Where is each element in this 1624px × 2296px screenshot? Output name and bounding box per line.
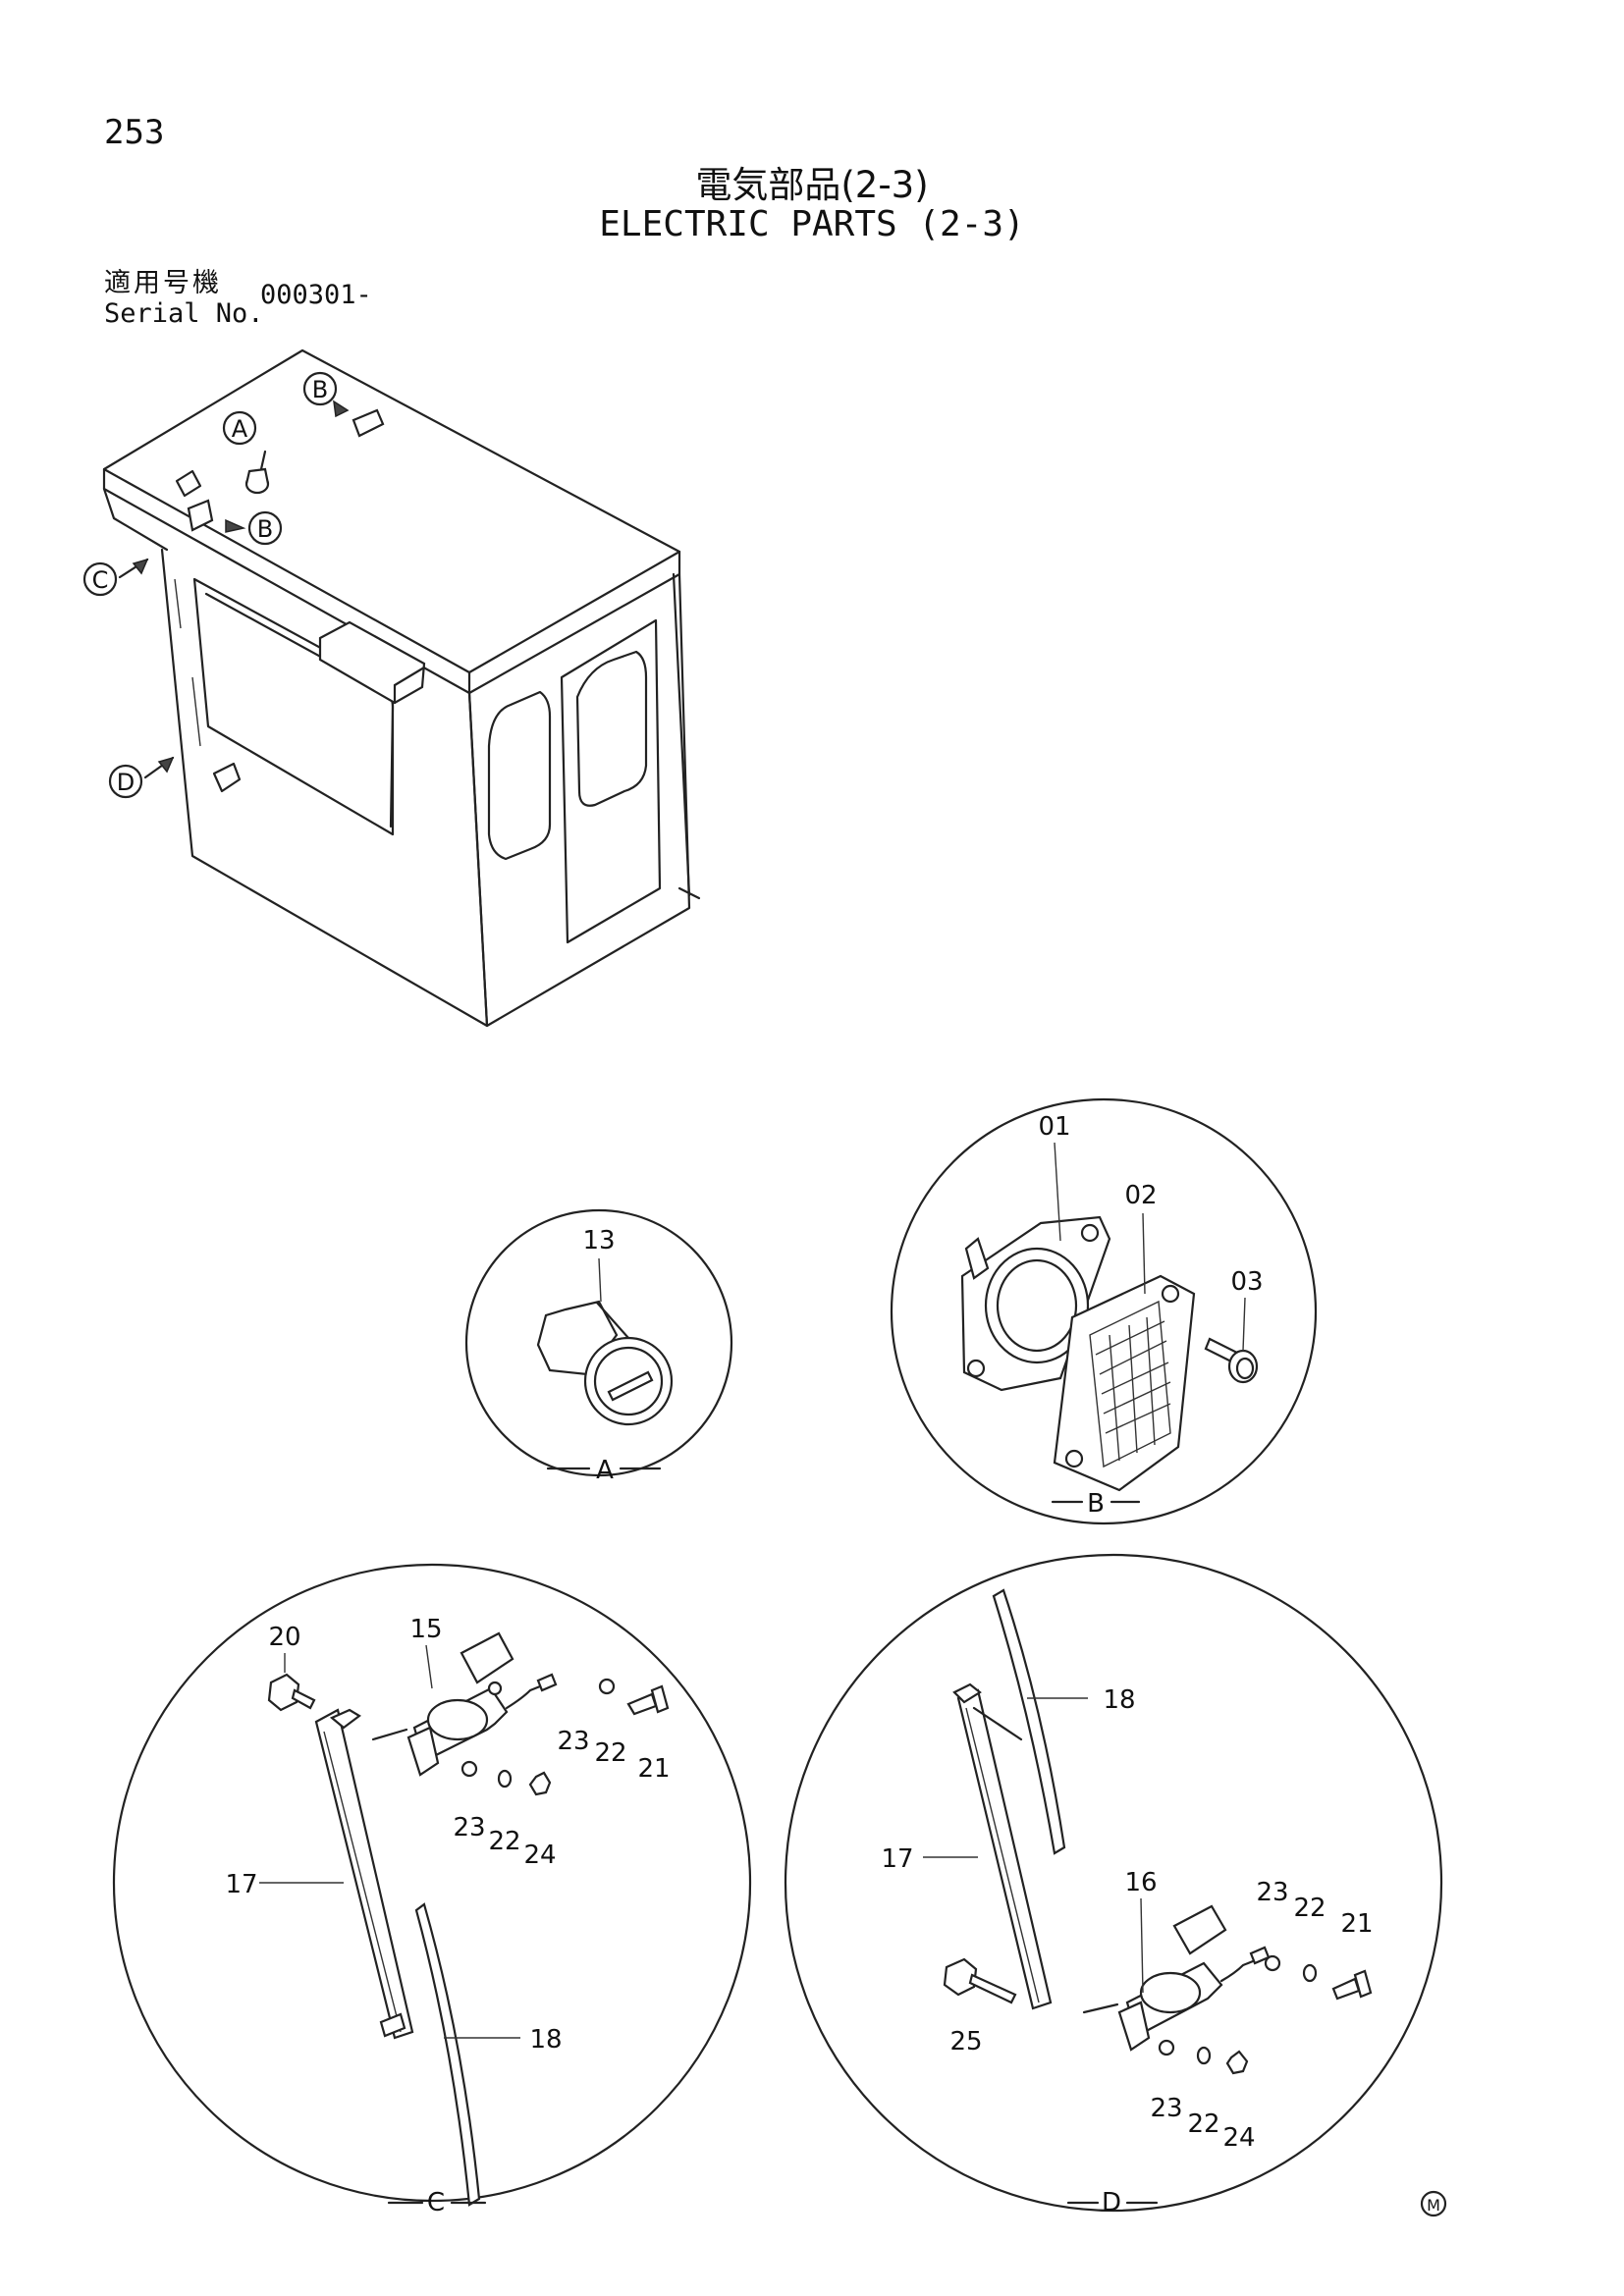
- part-label: 24: [1222, 2123, 1255, 2153]
- part-23-washer-lower: [460, 1760, 478, 1778]
- part-22-lockwasher-d: [1302, 1963, 1318, 1983]
- part-label: 15: [409, 1615, 442, 1644]
- part-17-wiper-arm: [314, 1708, 414, 2040]
- detail-c: 15 20 23 22 21 23 22 24 17 18 C: [112, 1563, 752, 2217]
- part-label: 13: [582, 1226, 615, 1255]
- part-13-key-switch: [536, 1300, 674, 1426]
- part-03-screw: [1204, 1337, 1259, 1384]
- serial-label-japanese: 適用号機: [104, 268, 222, 298]
- part-label: 18: [1103, 1685, 1135, 1715]
- callout-c-overview: C: [82, 561, 118, 597]
- svg-text:M: M: [1427, 2196, 1440, 2215]
- detail-b: 01 02 03 B: [890, 1097, 1318, 1525]
- page-title-english: ELECTRIC PARTS (2-3): [599, 204, 1025, 244]
- part-label: 22: [1293, 1894, 1326, 1923]
- part-label: 01: [1038, 1112, 1070, 1142]
- part-18-wiper-blade: [414, 1902, 481, 2207]
- part-15-wiper-motor: [371, 1631, 558, 1777]
- cab-overview-drawing: [102, 348, 701, 1028]
- detail-c-label: C: [427, 2188, 445, 2217]
- callout-a-overview: A: [222, 410, 257, 446]
- serial-number-value: 000301-: [260, 280, 372, 310]
- part-22-lockwasher-lower-d: [1196, 2046, 1212, 2065]
- part-label: 17: [225, 1870, 257, 1899]
- part-label: 22: [1187, 2109, 1219, 2139]
- svg-text:D: D: [117, 769, 135, 796]
- part-label: 03: [1230, 1267, 1263, 1297]
- part-25-bolt: [943, 1957, 1017, 2004]
- part-label: 24: [523, 1841, 556, 1870]
- detail-b-label: B: [1087, 1489, 1105, 1519]
- callout-b-roof: B: [302, 371, 338, 406]
- part-24-nut-d: [1225, 2050, 1249, 2075]
- part-21-bolt-d: [1331, 1977, 1361, 2001]
- part-label: 17: [881, 1844, 913, 1874]
- part-16-wiper-motor: [1082, 1904, 1271, 2052]
- part-label: 22: [594, 1738, 626, 1768]
- part-17-wiper-arm-d: [952, 1682, 1053, 2010]
- part-label: 23: [453, 1813, 485, 1842]
- part-23-washer: [598, 1678, 616, 1695]
- part-label: 21: [1340, 1909, 1373, 1939]
- part-label: 23: [1256, 1878, 1288, 1907]
- part-label: 23: [1150, 2094, 1182, 2123]
- detail-a-label: A: [596, 1456, 614, 1485]
- part-20-bolt: [267, 1673, 316, 1712]
- part-24-nut: [528, 1771, 552, 1796]
- part-label: 21: [637, 1754, 670, 1784]
- page-title-japanese: 電気部品(2-3): [695, 164, 929, 206]
- part-label: 23: [557, 1727, 589, 1756]
- part-18-wiper-blade-d: [992, 1588, 1066, 1855]
- part-23-washer-d: [1264, 1954, 1281, 1972]
- page-number: 253: [104, 113, 165, 152]
- part-label: 25: [949, 2027, 982, 2056]
- part-23-washer-lower-d: [1158, 2039, 1175, 2056]
- svg-text:B: B: [312, 376, 328, 403]
- part-02-grille: [1053, 1274, 1196, 1492]
- detail-a: 13 A: [464, 1208, 733, 1485]
- callout-b-front: B: [247, 510, 283, 546]
- part-21-bolt: [626, 1692, 658, 1716]
- svg-text:C: C: [92, 566, 109, 594]
- part-label: 18: [529, 2025, 562, 2055]
- detail-d-label: D: [1102, 2188, 1121, 2217]
- detail-d: 18 17 16 23 22 21 25 23 22 24 D: [784, 1553, 1443, 2217]
- callout-d-overview: D: [108, 764, 143, 799]
- part-label: 02: [1124, 1181, 1157, 1210]
- registered-mark: M: [1420, 2190, 1447, 2217]
- part-label: 20: [268, 1623, 300, 1652]
- part-01-frame: [960, 1215, 1111, 1392]
- part-22-lockwasher: [497, 1769, 513, 1789]
- part-label: 16: [1124, 1868, 1157, 1897]
- part-label: 22: [488, 1827, 520, 1856]
- svg-text:B: B: [257, 515, 273, 543]
- svg-text:A: A: [232, 415, 248, 443]
- serial-label-english: Serial No.: [104, 298, 264, 329]
